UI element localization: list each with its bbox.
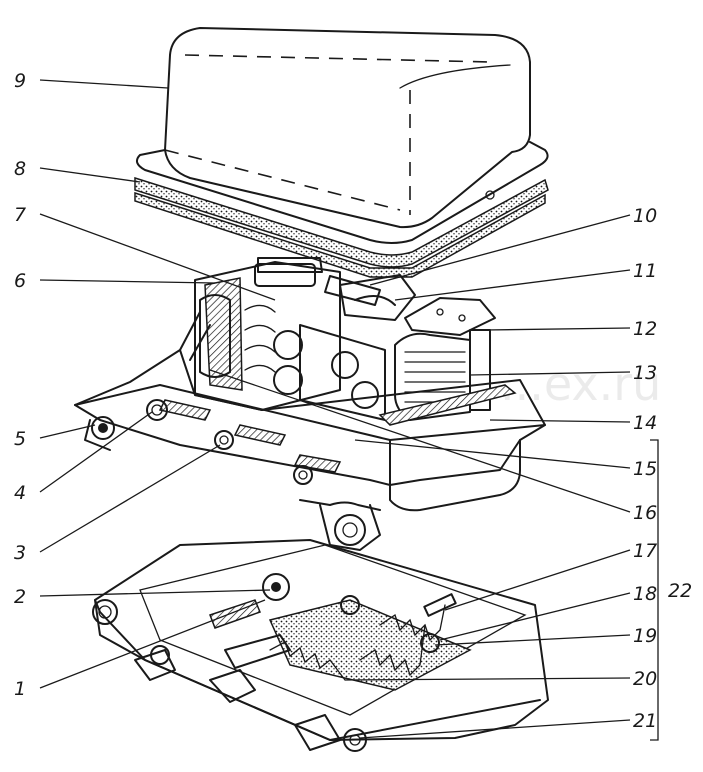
label-12: 12 (633, 318, 657, 340)
label-4: 4 (14, 482, 26, 504)
label-7: 7 (14, 204, 26, 226)
label-3: 3 (14, 542, 26, 564)
gasket (134, 176, 549, 278)
cover (135, 27, 549, 244)
label-9: 9 (14, 70, 26, 92)
label-21: 21 (633, 710, 657, 732)
label-6: 6 (14, 270, 26, 292)
label-19: 19 (633, 625, 657, 647)
callout-labels: 9 8 7 6 5 4 3 2 1 10 11 12 13 14 15 16 1… (14, 70, 692, 732)
label-16: 16 (633, 502, 657, 524)
label-18: 18 (633, 583, 657, 605)
label-22: 22 (668, 580, 692, 602)
lower-plate (92, 539, 549, 752)
watermark: ...ex.ru (500, 357, 661, 411)
leader-lines (39, 79, 659, 741)
label-8: 8 (14, 158, 26, 180)
label-17: 17 (633, 540, 657, 562)
label-1: 1 (14, 678, 26, 700)
label-13: 13 (633, 362, 657, 384)
label-5: 5 (14, 428, 26, 450)
label-14: 14 (633, 412, 657, 434)
label-20: 20 (633, 668, 657, 690)
base-housing (74, 349, 546, 551)
label-11: 11 (633, 260, 657, 282)
label-15: 15 (633, 458, 657, 480)
label-10: 10 (633, 205, 657, 227)
label-2: 2 (14, 586, 26, 608)
